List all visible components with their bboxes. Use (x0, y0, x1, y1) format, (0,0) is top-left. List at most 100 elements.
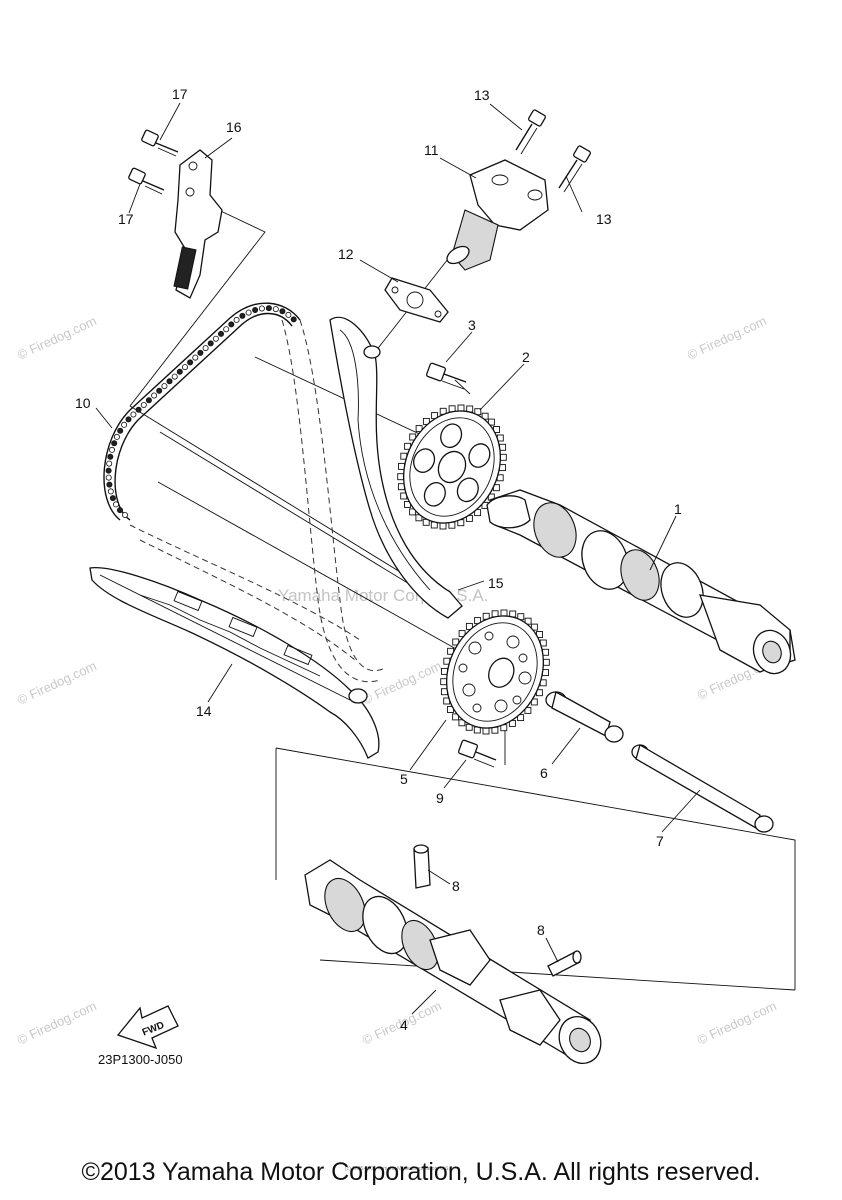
chain-link (279, 308, 286, 315)
callout-numbers: 17 16 17 13 11 13 12 3 2 10 1 15 14 5 6 … (75, 86, 682, 1033)
chain-link (181, 364, 188, 371)
exhaust-camshaft (486, 489, 796, 675)
firedog-watermark: © Firedog.com (15, 658, 99, 708)
sprocket-tooth (542, 658, 550, 666)
chain-guide-intake (89, 567, 380, 759)
chain-link (106, 481, 113, 488)
sprocket-tooth (397, 473, 405, 481)
callout-2: 2 (522, 349, 530, 365)
sprocket-bolt-9 (458, 739, 497, 768)
chain-link (117, 507, 124, 514)
callout-10: 10 (75, 395, 91, 411)
tensioner-gasket (384, 277, 449, 323)
sprocket-teeth (397, 404, 507, 530)
intake-cam-sprocket (440, 609, 550, 735)
chain-link (117, 427, 124, 434)
chain-link (192, 354, 199, 361)
sprocket-tooth (499, 453, 507, 461)
callout-1: 1 (674, 501, 682, 517)
firedog-watermark: © Firedog.com (15, 313, 99, 363)
callout-14: 14 (196, 703, 212, 719)
callout-16: 16 (226, 119, 242, 135)
chain-link (233, 316, 240, 323)
callout-5: 5 (400, 771, 408, 787)
chain-link (156, 387, 163, 394)
chain-tensioner (446, 109, 591, 271)
callout-leaders (95, 102, 701, 1015)
chain-link (258, 305, 265, 312)
callout-17-lower: 17 (118, 211, 134, 227)
sprocket-tooth (439, 522, 447, 530)
callout-12: 12 (338, 246, 354, 262)
bolt-13-right (558, 145, 591, 193)
chain-link (109, 446, 116, 453)
callout-13-lower: 13 (596, 211, 612, 227)
diagram-code: 23P1300-J050 (98, 1052, 183, 1067)
bolt-13-left (515, 109, 546, 155)
chain-link (125, 416, 132, 423)
chain-link (145, 397, 152, 404)
chain-link (130, 411, 137, 418)
bolt-17-upper (141, 129, 179, 157)
chain-link (113, 501, 120, 508)
timing-chain (103, 302, 386, 683)
sprocket-tooth (482, 727, 490, 735)
chain-link (121, 421, 128, 428)
chain-link (171, 373, 178, 380)
chain-link (207, 340, 214, 347)
shaft-7 (631, 744, 774, 833)
sprocket-tooth (457, 404, 465, 412)
sprocket-tooth (440, 678, 448, 686)
chain-link (105, 467, 112, 474)
firedog-watermark: © Firedog.com (685, 313, 769, 363)
chain-link (113, 433, 120, 440)
copyright-footer: ©2013 Yamaha Motor Corporation, U.S.A. A… (81, 1158, 761, 1186)
chain-link (111, 440, 118, 447)
chain-link (212, 335, 219, 342)
chain-link (187, 359, 194, 366)
chain-link (106, 460, 113, 467)
chain-link (107, 453, 114, 460)
chain-link (197, 349, 204, 356)
fwd-arrow-icon: FWD (116, 1005, 179, 1050)
chain-link (202, 345, 209, 352)
chain-link (290, 316, 297, 323)
chain-link (223, 326, 230, 333)
guide-bracket (128, 129, 223, 299)
chain-link (239, 312, 246, 319)
firedog-watermark: © Firedog.com (695, 998, 779, 1048)
chain-link (272, 306, 279, 313)
dowel-pin-8-upper (413, 844, 431, 889)
chain-link (109, 495, 116, 502)
sprocket-bolt-3 (426, 362, 467, 390)
chain-link (140, 401, 147, 408)
bolt-17-lower (128, 167, 165, 195)
chain-link (166, 378, 173, 385)
sprocket-tooth (500, 609, 508, 617)
chain-link (107, 488, 114, 495)
callout-8-lower: 8 (537, 922, 545, 938)
callout-6: 6 (540, 765, 548, 781)
firedog-watermark: © Firedog.com (360, 658, 444, 708)
chain-link (252, 306, 259, 313)
chain-link (228, 321, 235, 328)
callout-13-upper: 13 (474, 87, 490, 103)
chain-guide-exhaust (329, 316, 463, 619)
chain-link (105, 474, 112, 481)
tiny-notice: (c) 2005-2015 Yamaha Motor Corporation, … (345, 1166, 455, 1172)
exhaust-cam-sprocket (397, 404, 507, 530)
callout-11: 11 (424, 142, 439, 158)
chain-link (245, 309, 252, 316)
chain-link (122, 512, 129, 519)
callout-15: 15 (488, 575, 504, 591)
chain-link (285, 311, 292, 318)
chain-link (151, 392, 158, 399)
callout-3: 3 (468, 317, 476, 333)
callout-4: 4 (400, 1017, 408, 1033)
chain-link (176, 368, 183, 375)
firedog-watermark: © Firedog.com (15, 998, 99, 1048)
callout-9: 9 (436, 790, 444, 806)
dowel-pin-8-lower (547, 950, 582, 977)
chain-link (217, 330, 224, 337)
shaft-6 (545, 691, 624, 743)
